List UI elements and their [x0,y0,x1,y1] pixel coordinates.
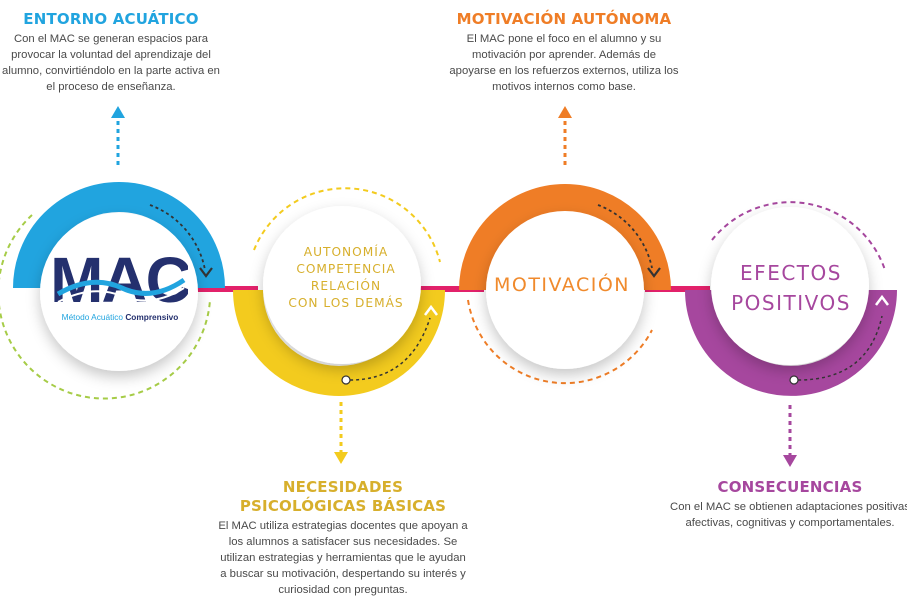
consecuencias-text: Con el MAC se obtienen adaptaciones posi… [670,501,907,529]
efectos-center-label: EFECTOS POSITIVOS [716,258,866,318]
chevron-down-icon [647,267,661,278]
node-necesidades-dot [341,375,351,385]
entorno-text: Con el MAC se generan espacios para prov… [2,33,220,93]
node-efectos [685,201,897,396]
arrow-down-icon [334,452,348,464]
motivacion-heading: MOTIVACIÓN AUTÓNOMA [456,10,672,28]
arrow-down-icon [783,455,797,467]
necesidades-block: NECESIDADES PSICOLÓGICAS BÁSICAS El MAC … [218,478,468,598]
node-motivacion-inner-dash [597,204,653,269]
node-mac-circle [40,213,198,371]
node-efectos-dot [789,375,799,385]
mac-logo-text: MAC [52,244,188,314]
arrow-up-blue [111,106,125,165]
center-line: POSITIVOS [731,291,851,315]
necesidades-center-label: AUTONOMÍA COMPETENCIA RELACIÓN CON LOS D… [276,244,416,312]
node-necesidades [233,187,445,396]
center-line: AUTONOMÍA [303,245,389,259]
node-mac [0,182,225,400]
center-line: EFECTOS [740,261,842,285]
node-necesidades-arc [233,289,445,396]
mac-logo-mark: MAC [50,244,193,316]
center-line: RELACIÓN [310,279,382,293]
node-necesidades-circle [263,206,421,364]
center-line: CON LOS DEMÁS [288,296,404,310]
arrow-up-icon [111,106,125,118]
node-necesidades-inner-dash [349,317,431,381]
entorno-heading: ENTORNO ACUÁTICO [23,10,199,28]
motivacion-center-label: MOTIVACIÓN [493,274,631,296]
node-motivacion-dash-ring [467,299,653,385]
entorno-block: ENTORNO ACUÁTICO Con el MAC se generan e… [0,10,222,95]
chevron-down-icon [199,267,213,278]
arrow-up-orange [558,106,572,165]
node-necesidades-dash-ring [253,187,441,263]
necesidades-text: El MAC utiliza estrategias docentes que … [218,520,468,596]
arrow-down-yellow [334,402,348,464]
node-efectos-dash-ring [711,201,886,271]
node-mac-dash-ring [0,214,211,400]
node-motivacion-circle [486,211,644,369]
chevron-up-icon [424,304,438,316]
center-line: COMPETENCIA [296,262,396,276]
consecuencias-heading: CONSECUENCIAS [717,478,863,496]
mac-logo-subtitle-prefix: Método Acuático [61,312,126,322]
motivacion-text: El MAC pone el foco en el alumno y su mo… [449,33,679,93]
node-efectos-circle [711,207,869,365]
motivacion-block: MOTIVACIÓN AUTÓNOMA El MAC pone el foco … [448,10,680,95]
arrow-up-icon [558,106,572,118]
necesidades-heading: NECESIDADES PSICOLÓGICAS BÁSICAS [239,478,447,515]
consecuencias-block: CONSECUENCIAS Con el MAC se obtienen ada… [668,478,907,531]
mac-logo-subtitle: Método Acuático Comprensivo [52,312,188,322]
arrow-down-purple [783,405,797,467]
mac-logo-subtitle-emphasis: Comprensivo [125,312,179,322]
mac-logo: MAC Método Acuático Comprensivo [50,244,193,328]
node-mac-inner-dash [149,204,206,271]
node-efectos-inner-dash [797,315,883,381]
node-motivacion [459,184,671,385]
chevron-up-icon [875,294,889,306]
node-mac-arc [13,182,225,289]
